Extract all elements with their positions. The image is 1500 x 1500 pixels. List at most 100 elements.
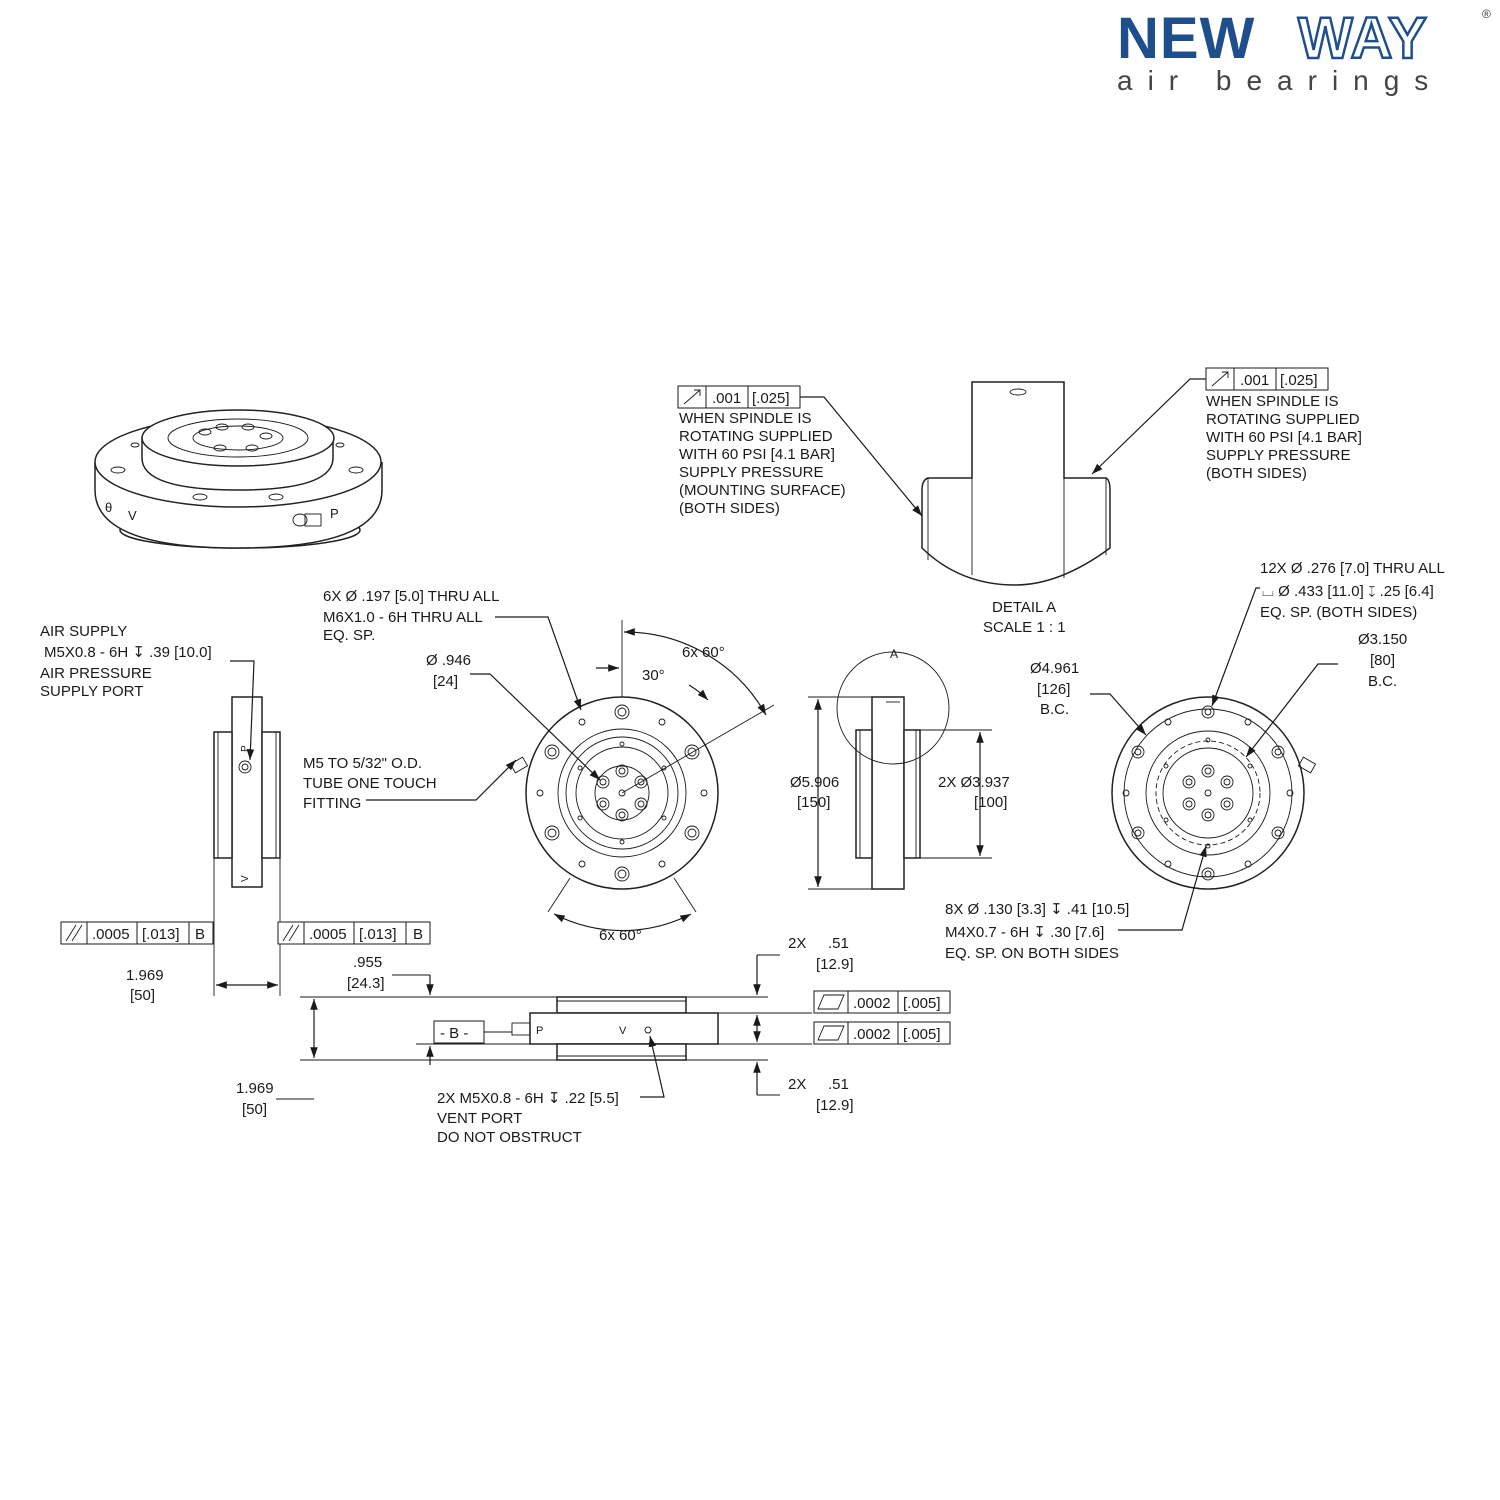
isometric-view: θ V P xyxy=(94,409,383,549)
holes-6x-note: 6X Ø .197 [5.0] THRU ALL M6X1.0 - 6H THR… xyxy=(323,588,582,711)
svg-text:2X Ø3.937: 2X Ø3.937 xyxy=(938,774,1010,791)
svg-text:[126]: [126] xyxy=(1037,681,1070,698)
svg-text:[80]: [80] xyxy=(1370,652,1395,669)
runout-left-note: WHEN SPINDLE IS ROTATING SUPPLIED WITH 6… xyxy=(679,396,923,517)
svg-text:.51: .51 xyxy=(828,935,849,952)
svg-text:M4X0.7 - 6H ↧ .30 [7.6]: M4X0.7 - 6H ↧ .30 [7.6] xyxy=(945,924,1104,941)
svg-text:12X Ø .276 [7.0] THRU ALL: 12X Ø .276 [7.0] THRU ALL xyxy=(1260,560,1445,577)
svg-text:WHEN SPINDLE IS: WHEN SPINDLE IS xyxy=(679,410,812,427)
flat-top-frame: .0002 [.005] xyxy=(813,990,951,1014)
svg-text:DO NOT OBSTRUCT: DO NOT OBSTRUCT xyxy=(437,1129,582,1146)
fitting-note: M5 TO 5/32" O.D. TUBE ONE TOUCH FITTING xyxy=(303,755,517,812)
holes-12x-note: 12X Ø .276 [7.0] THRU ALL ⌴ Ø .433 [11.0… xyxy=(1211,560,1445,707)
svg-text:.001: .001 xyxy=(1240,372,1269,389)
runout-right-frame: .001 [.025] xyxy=(1205,367,1329,391)
logo-brand-solid: NEW xyxy=(1117,6,1255,71)
svg-text:P: P xyxy=(240,745,251,752)
svg-text:[.013]: [.013] xyxy=(359,926,397,943)
left-side-view: P V xyxy=(213,696,281,996)
parallelism-icon xyxy=(282,924,300,942)
dim-51-top: 2X .51 [12.9] xyxy=(788,935,854,973)
svg-text:[100]: [100] xyxy=(974,794,1007,811)
svg-text:- B -: - B - xyxy=(440,1025,468,1042)
flatness-icon xyxy=(817,994,845,1010)
bottom-side-view: P V xyxy=(300,954,812,1096)
svg-text:V: V xyxy=(240,875,251,882)
parallel-left-frame: .0005 [.013] B xyxy=(60,921,214,945)
detail-a-view: DETAIL A SCALE 1 : 1 xyxy=(921,381,1111,636)
svg-text:B.C.: B.C. xyxy=(1368,673,1397,690)
svg-text:ROTATING SUPPLIED: ROTATING SUPPLIED xyxy=(679,428,833,445)
svg-text:AIR SUPPLY: AIR SUPPLY xyxy=(40,623,127,640)
runout-right-note: WHEN SPINDLE IS ROTATING SUPPLIED WITH 6… xyxy=(1091,378,1362,482)
svg-text:Ø .946: Ø .946 xyxy=(426,652,471,669)
dim-51-bottom: 2X .51 [12.9] xyxy=(788,1076,854,1114)
svg-text:ROTATING SUPPLIED: ROTATING SUPPLIED xyxy=(1206,411,1360,428)
svg-text:⌴ Ø .433 [11.0] ↧ .25 [6.4]: ⌴ Ø .433 [11.0] ↧ .25 [6.4] xyxy=(1262,583,1434,600)
svg-text:[12.9]: [12.9] xyxy=(816,1097,854,1114)
dim-946: Ø .946 [24] xyxy=(426,652,601,781)
svg-text:2X M5X0.8 - 6H ↧ .22 [5.5]: 2X M5X0.8 - 6H ↧ .22 [5.5] xyxy=(437,1090,619,1107)
svg-text:8X Ø .130 [3.3] ↧ .41 [10.5]: 8X Ø .130 [3.3] ↧ .41 [10.5] xyxy=(945,901,1129,918)
svg-text:[12.9]: [12.9] xyxy=(816,956,854,973)
svg-text:.0005: .0005 xyxy=(92,926,130,943)
runout-left-frame: .001 [.025] xyxy=(677,385,801,409)
svg-text:Ø5.906: Ø5.906 xyxy=(790,774,839,791)
svg-text:[150]: [150] xyxy=(797,794,830,811)
air-supply-note: AIR SUPPLY M5X0.8 - 6H ↧ .39 [10.0] AIR … xyxy=(40,623,255,761)
svg-text:FITTING: FITTING xyxy=(303,795,361,812)
svg-text:B.C.: B.C. xyxy=(1040,701,1069,718)
datum-b-label: - B - xyxy=(433,1020,512,1044)
svg-text:AIR PRESSURE: AIR PRESSURE xyxy=(40,665,152,682)
holes-8x-note: 8X Ø .130 [3.3] ↧ .41 [10.5] M4X0.7 - 6H… xyxy=(945,845,1207,962)
iso-theta-label: θ xyxy=(105,500,112,515)
svg-text:6x 60°: 6x 60° xyxy=(599,927,642,944)
detail-a-scale: SCALE 1 : 1 xyxy=(983,619,1066,636)
svg-text:V: V xyxy=(619,1025,627,1037)
svg-text:.0002: .0002 xyxy=(853,995,891,1012)
svg-text:Ø4.961: Ø4.961 xyxy=(1030,660,1079,677)
dim-3150: Ø3.150 [80] B.C. xyxy=(1245,631,1407,758)
svg-text:[.025]: [.025] xyxy=(1280,372,1318,389)
detail-a-label: DETAIL A xyxy=(992,599,1056,616)
dim-955: .955 [24.3] xyxy=(347,954,430,992)
front-view xyxy=(509,696,719,890)
svg-text:[.005]: [.005] xyxy=(903,1026,941,1043)
svg-text:1.969: 1.969 xyxy=(126,967,164,984)
svg-text:VENT PORT: VENT PORT xyxy=(437,1110,522,1127)
iso-vent-label: V xyxy=(128,508,137,523)
logo-brand-outline: WAY xyxy=(1298,6,1428,71)
newway-logo: NEW WAY ® air bearings xyxy=(1117,5,1491,96)
svg-text:EQ. SP. (BOTH SIDES): EQ. SP. (BOTH SIDES) xyxy=(1260,604,1417,621)
svg-text:[.013]: [.013] xyxy=(142,926,180,943)
svg-text:30°: 30° xyxy=(642,667,665,684)
svg-text:(MOUNTING SURFACE): (MOUNTING SURFACE) xyxy=(679,482,846,499)
front-view-angles: 6x 60° 30° 6x 60° xyxy=(547,620,775,944)
svg-text:.0005: .0005 xyxy=(309,926,347,943)
svg-text:WITH 60 PSI [4.1 BAR]: WITH 60 PSI [4.1 BAR] xyxy=(1206,429,1362,446)
iso-supply-label: P xyxy=(330,506,339,521)
svg-text:SUPPLY PORT: SUPPLY PORT xyxy=(40,683,143,700)
runout-icon xyxy=(1211,371,1229,387)
svg-text:.955: .955 xyxy=(353,954,382,971)
svg-text:SUPPLY PRESSURE: SUPPLY PRESSURE xyxy=(679,464,824,481)
runout-icon xyxy=(683,389,701,405)
svg-text:2X: 2X xyxy=(788,935,806,952)
flat-bottom-frame: .0002 [.005] xyxy=(813,1021,951,1045)
dim-width-1969: 1.969 [50] xyxy=(126,967,164,1004)
svg-text:(BOTH SIDES): (BOTH SIDES) xyxy=(679,500,780,517)
svg-text:[.005]: [.005] xyxy=(903,995,941,1012)
svg-text:EQ. SP. ON BOTH SIDES: EQ. SP. ON BOTH SIDES xyxy=(945,945,1119,962)
svg-text:[50]: [50] xyxy=(242,1101,267,1118)
dim-height-1969: 1.969 [50] xyxy=(236,1080,314,1118)
svg-text:A: A xyxy=(890,647,898,661)
svg-text:P: P xyxy=(536,1025,543,1037)
svg-text:M6X1.0 - 6H THRU ALL: M6X1.0 - 6H THRU ALL xyxy=(323,609,483,626)
svg-text:[50]: [50] xyxy=(130,987,155,1004)
svg-text:[24.3]: [24.3] xyxy=(347,975,385,992)
svg-text:M5X0.8 - 6H ↧ .39 [10.0]: M5X0.8 - 6H ↧ .39 [10.0] xyxy=(44,644,212,661)
svg-text:WITH 60 PSI [4.1 BAR]: WITH 60 PSI [4.1 BAR] xyxy=(679,446,835,463)
svg-text:M5 TO 5/32" O.D.: M5 TO 5/32" O.D. xyxy=(303,755,422,772)
vent-note: 2X M5X0.8 - 6H ↧ .22 [5.5] VENT PORT DO … xyxy=(437,1035,665,1146)
